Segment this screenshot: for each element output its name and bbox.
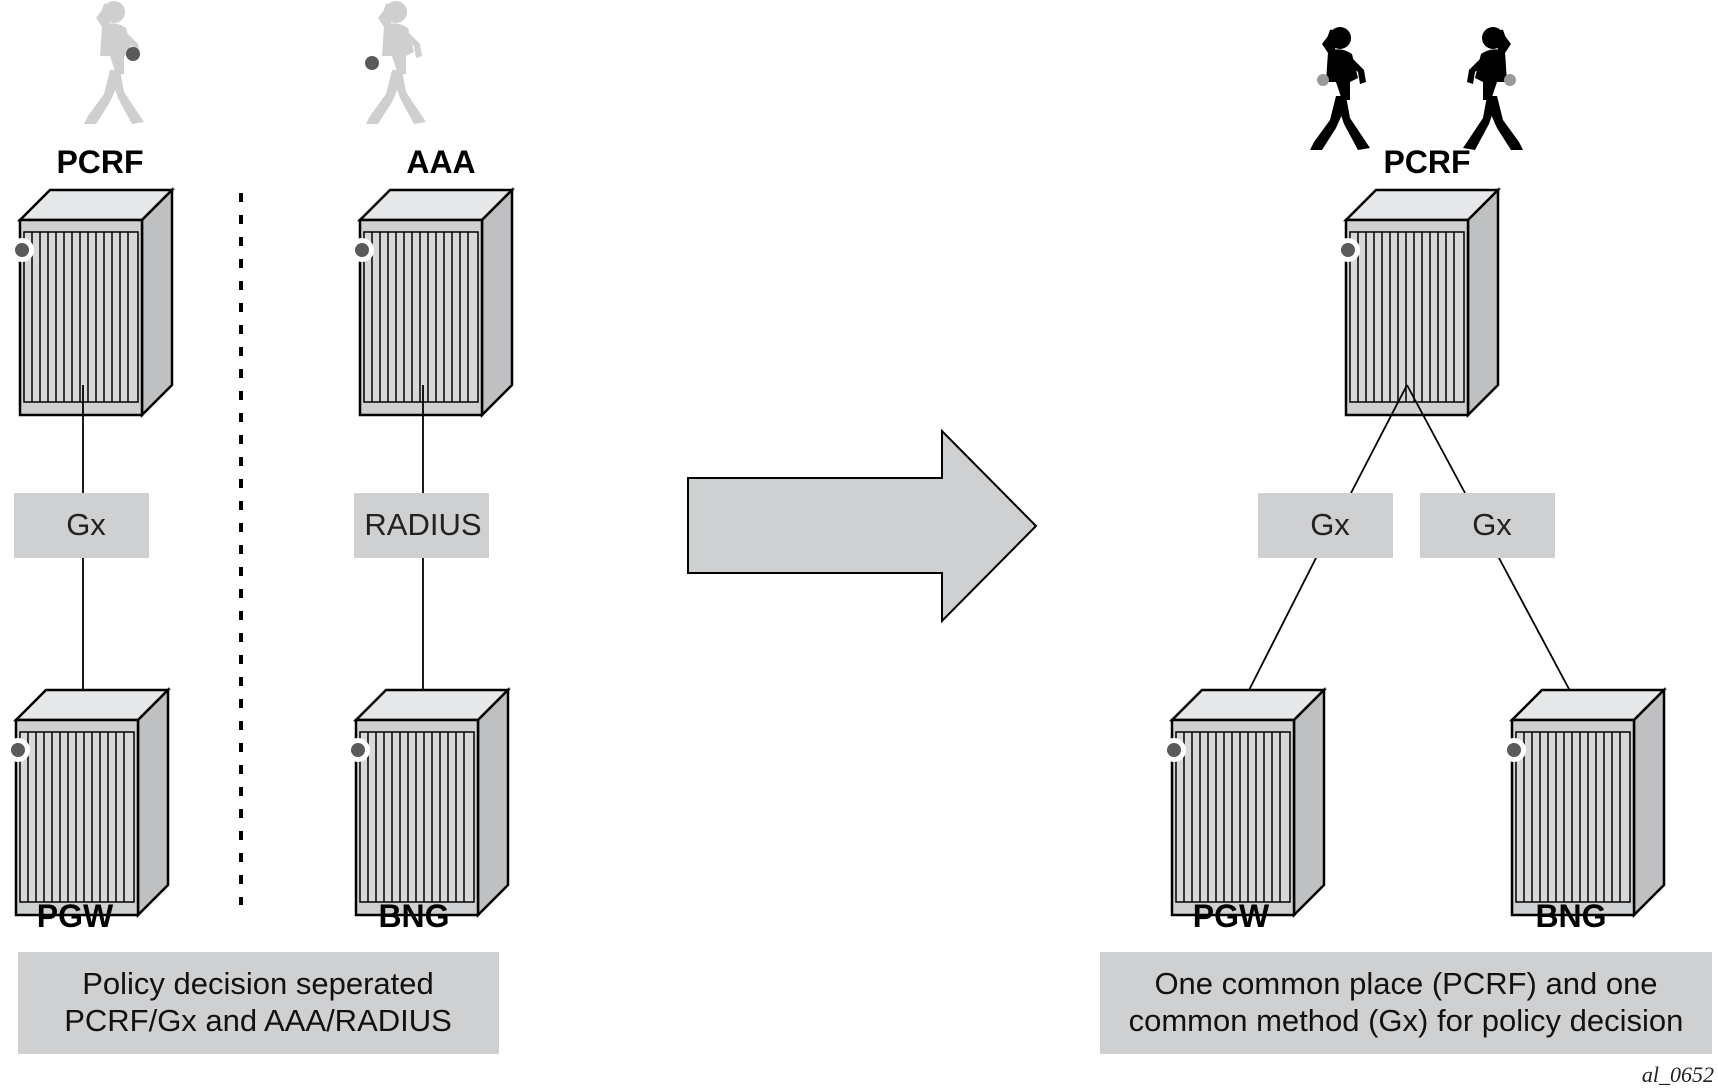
right-caption-line2: common method (Gx) for policy decision xyxy=(1129,1003,1684,1038)
left-caption-line2: PCRF/Gx and AAA/RADIUS xyxy=(64,1003,452,1038)
gx-label: Gx xyxy=(66,507,106,542)
gx-label: Gx xyxy=(1310,507,1350,542)
bng-server-icon xyxy=(344,688,510,917)
pgw-server-icon xyxy=(4,688,170,917)
connector-line xyxy=(1406,384,1466,494)
person-icon xyxy=(1310,27,1370,150)
pgw-label: PGW xyxy=(1193,898,1270,934)
gx-box xyxy=(1420,493,1555,558)
pcrf-server-icon xyxy=(8,188,174,417)
pgw-server-icon xyxy=(1160,688,1326,917)
right-caption-line1: One common place (PCRF) and one xyxy=(1154,966,1657,1001)
pgw-label: PGW xyxy=(37,898,114,934)
connector-line xyxy=(1498,557,1578,705)
gx-box xyxy=(1258,493,1393,558)
pcrf-server-icon xyxy=(1334,188,1500,417)
person-dot-icon xyxy=(1504,74,1516,86)
bng-server-icon xyxy=(1500,688,1666,917)
pcrf-label: PCRF xyxy=(56,144,143,180)
person-icon xyxy=(1463,27,1523,150)
person-dot-icon xyxy=(1317,74,1329,86)
left-caption-box xyxy=(18,952,499,1054)
person-dot-icon xyxy=(126,47,140,61)
bng-label: BNG xyxy=(378,898,449,934)
pcrf-label: PCRF xyxy=(1383,144,1470,180)
left-caption-line1: Policy decision seperated xyxy=(82,966,434,1001)
aaa-label: AAA xyxy=(406,144,475,180)
person-dot-icon xyxy=(365,56,379,70)
gx-box xyxy=(14,493,149,558)
figure-reference: al_0652 xyxy=(1642,1062,1714,1087)
person-icon xyxy=(84,1,144,124)
radius-label: RADIUS xyxy=(364,507,481,542)
aaa-server-icon xyxy=(348,188,514,417)
connector-line xyxy=(1350,384,1408,494)
gx-label: Gx xyxy=(1472,507,1512,542)
connector-line xyxy=(1241,557,1317,705)
right-caption-box xyxy=(1100,952,1712,1054)
right-arrow-icon xyxy=(687,428,1038,624)
bng-label: BNG xyxy=(1535,898,1606,934)
radius-box xyxy=(354,493,489,558)
